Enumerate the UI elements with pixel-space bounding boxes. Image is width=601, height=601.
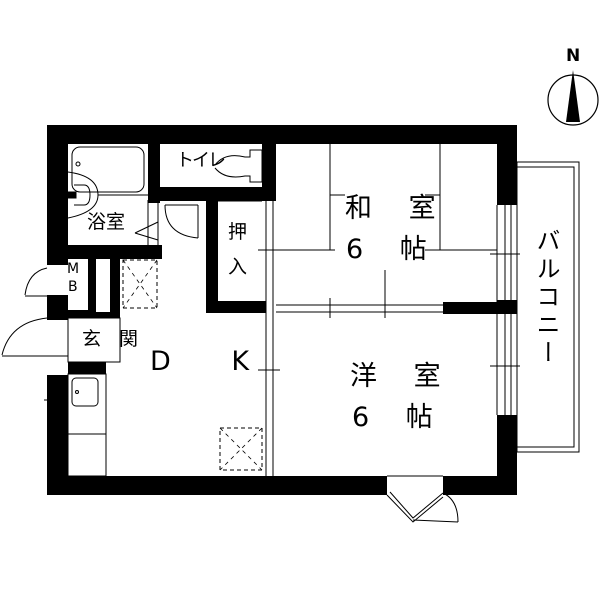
closet-label-1: 押 bbox=[228, 221, 248, 243]
washitsu-name: 和 室 bbox=[345, 193, 450, 224]
north-label: N bbox=[566, 46, 581, 66]
tatami-lines bbox=[276, 144, 497, 302]
mb-label-m: M bbox=[67, 261, 80, 277]
balcony-outline bbox=[516, 161, 580, 453]
entrance-label: 玄 関 bbox=[82, 328, 145, 350]
toilet-label: トイレ bbox=[176, 150, 226, 171]
washitsu-size: 6 帖 bbox=[346, 234, 441, 265]
balcony-label: バルコニー bbox=[532, 228, 560, 368]
mb-shelves bbox=[96, 261, 110, 312]
yoshitsu-name: 洋 室 bbox=[350, 361, 455, 392]
kitchen bbox=[44, 373, 107, 477]
mb-label-b: B bbox=[68, 279, 78, 295]
dk-label: D K bbox=[150, 346, 276, 377]
hatch-cross bbox=[122, 259, 263, 471]
overhead-hatch bbox=[122, 259, 263, 471]
north-compass-icon bbox=[547, 70, 599, 126]
bottom-door bbox=[386, 475, 459, 523]
bath-label: 浴室 bbox=[87, 211, 126, 233]
entrance bbox=[1, 267, 121, 363]
fixtures bbox=[67, 146, 263, 245]
yoshitsu-size: 6 帖 bbox=[352, 402, 447, 433]
closet-label-2: 入 bbox=[228, 256, 248, 278]
walls bbox=[47, 125, 517, 495]
